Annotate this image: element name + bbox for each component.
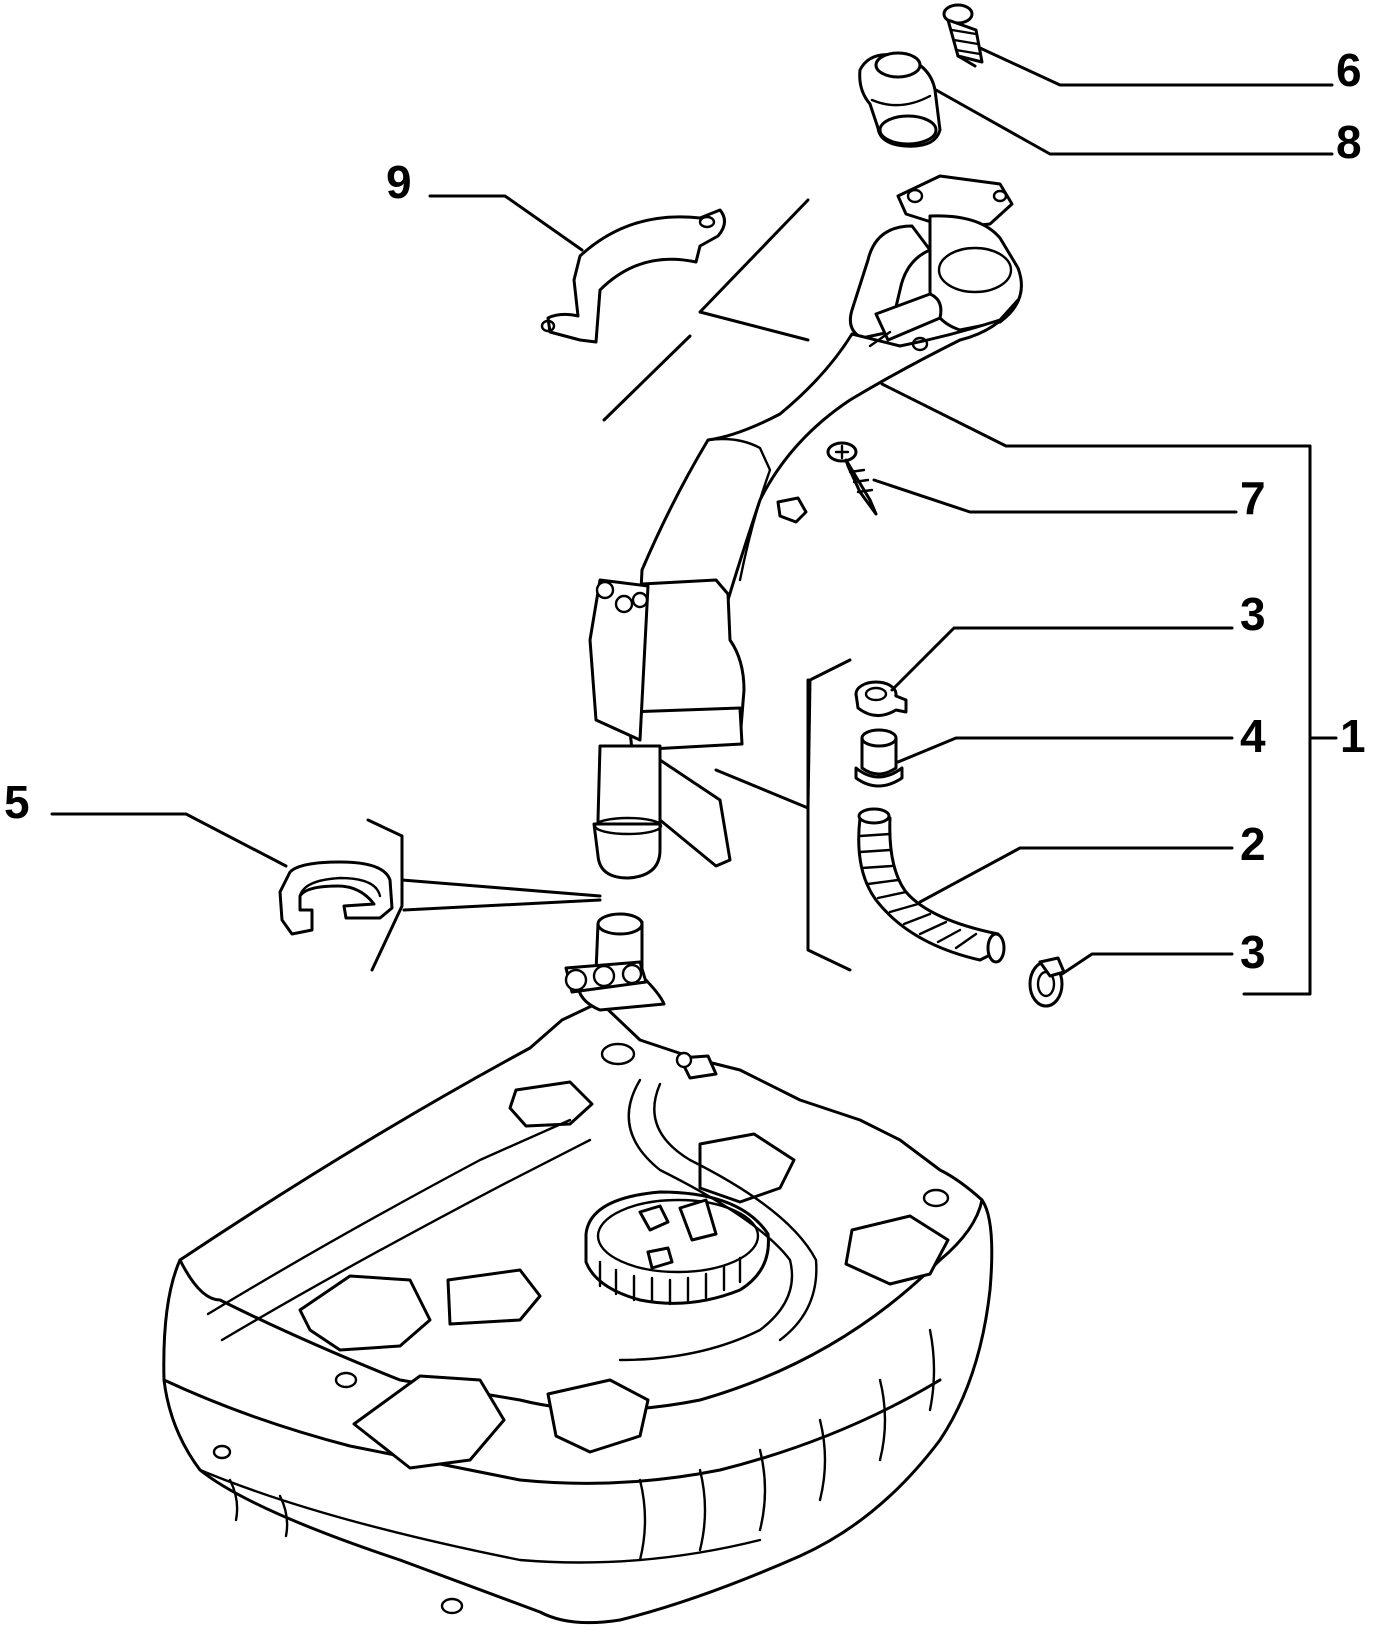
- callout-4: 4: [1240, 710, 1266, 762]
- callout-1: 1: [1340, 710, 1366, 762]
- leader-line-1-neck: [880, 382, 1312, 448]
- callout-7: 7: [1240, 472, 1266, 524]
- leader-line-4: [896, 736, 1234, 764]
- part-6-screw: [942, 3, 984, 68]
- callout-3-bottom: 3: [1240, 926, 1266, 978]
- leader-line-9: [428, 194, 584, 252]
- callout-5: 5: [4, 776, 30, 828]
- leader-line-5: [50, 812, 288, 868]
- callout-6: 6: [1336, 44, 1362, 96]
- part-3-clamp-bottom: [1028, 956, 1066, 1008]
- leader-line-2: [918, 846, 1234, 904]
- callout-3-top: 3: [1240, 588, 1266, 640]
- part-5-clip: [278, 860, 394, 936]
- part-3-clamp-top: [854, 680, 908, 717]
- fuel-tank: [162, 912, 994, 1625]
- part-8-cap: [858, 51, 942, 148]
- leader-line-8: [934, 88, 1334, 156]
- leader-line-3-top: [890, 626, 1234, 692]
- group-bracket-1: [1242, 444, 1338, 996]
- clip-guide-lines: [366, 818, 602, 972]
- callout-labels: 6 8 9 7 3 4 1 5 2 3: [4, 44, 1366, 978]
- leader-line-3-bottom: [1060, 952, 1234, 976]
- leader-line-6: [978, 46, 1334, 87]
- part-2-hose: [857, 807, 1006, 964]
- leader-line-7: [872, 478, 1238, 514]
- part-9-bracket: [540, 208, 726, 344]
- part-4-grommet: [854, 728, 904, 788]
- callout-9: 9: [386, 156, 412, 208]
- neck-guide-lines: [602, 198, 852, 972]
- callout-2: 2: [1240, 818, 1266, 870]
- callout-8: 8: [1336, 116, 1362, 168]
- part-7-screw: [826, 441, 878, 516]
- part-1-filler-neck: [588, 174, 1023, 880]
